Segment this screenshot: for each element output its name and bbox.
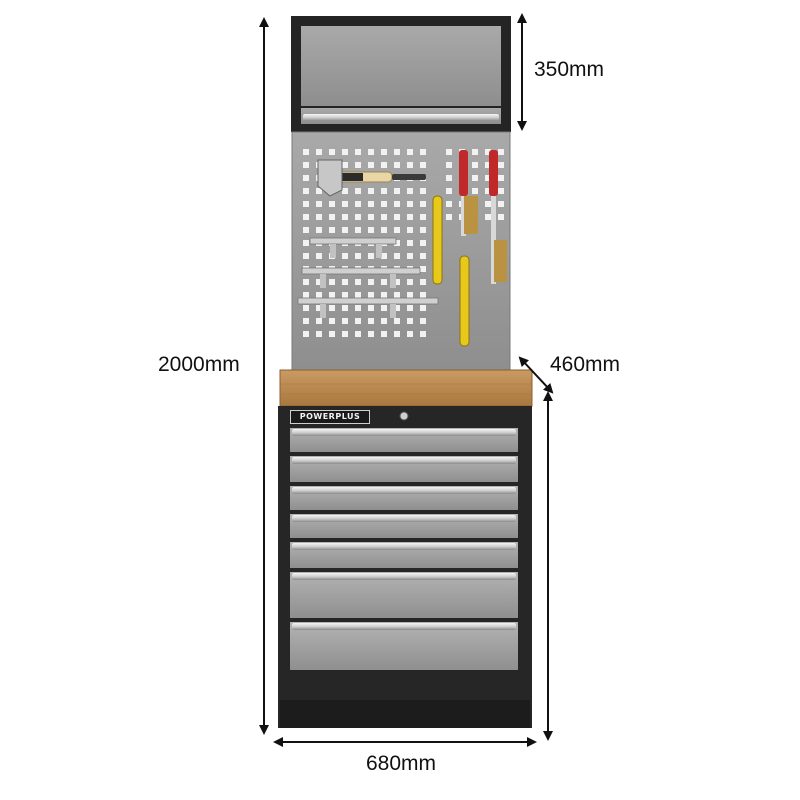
dimension-height-total-label: 2000mm (158, 353, 240, 376)
drawer-handle-6[interactable] (292, 573, 516, 580)
top-wall-cabinet (291, 16, 511, 132)
hammer-icon (317, 159, 426, 197)
dimension-top-cabinet-height-label: 350mm (534, 58, 605, 81)
brand-logo: POWERPLUS (290, 410, 370, 424)
dimension-depth-label: 460mm (550, 353, 621, 376)
lock-icon (399, 411, 409, 421)
wooden-worktop (279, 369, 533, 407)
dimension-arrows (259, 12, 554, 747)
drawer-handle-5[interactable] (292, 543, 516, 550)
wire-brush-yellow-1-icon (432, 195, 443, 285)
drawer-handle-2[interactable] (292, 457, 516, 464)
drawer-handle-4[interactable] (292, 515, 516, 522)
wire-brush-yellow-2-icon (459, 255, 470, 347)
drawer-handle-1[interactable] (292, 429, 516, 436)
peg-hooks (297, 237, 439, 318)
depth-arrow (518, 356, 554, 394)
dimension-width-label: 680mm (366, 752, 437, 775)
drawer-handle-7[interactable] (292, 623, 516, 630)
drawer-cabinet (278, 406, 532, 728)
top-cabinet-handle (303, 114, 499, 121)
drawer-handle-3[interactable] (292, 487, 516, 494)
wire-brush-red-1-icon (459, 150, 478, 236)
wire-brush-red-2-icon (489, 150, 507, 284)
